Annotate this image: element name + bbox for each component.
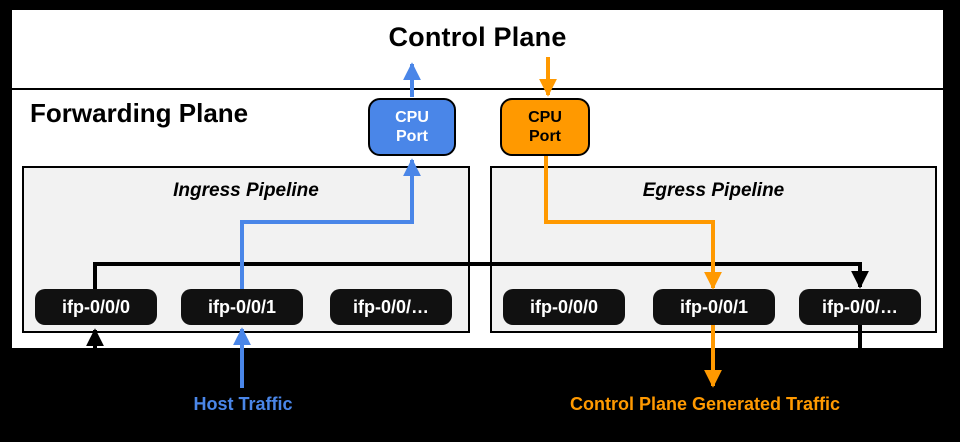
- cpu-port-egress-box: CPU Port: [500, 98, 590, 156]
- ingress-pipeline-label: Ingress Pipeline: [173, 180, 319, 201]
- cpu-port-ingress-box: CPU Port: [368, 98, 456, 156]
- forwarding-plane-label: Forwarding Plane: [30, 98, 249, 128]
- cpu-port-label: CPU Port: [528, 109, 562, 145]
- ingress-port-chip: ifp-0/0/1: [181, 289, 303, 325]
- egress-pipeline-box: Egress Pipeline ifp-0/0/0 ifp-0/0/1 ifp-…: [490, 166, 937, 333]
- cp-generated-traffic-label: Control Plane Generated Traffic: [569, 394, 841, 414]
- ingress-pipeline-box: Ingress Pipeline ifp-0/0/0 ifp-0/0/1 ifp…: [22, 166, 470, 333]
- host-traffic-label: Host Traffic: [193, 394, 293, 414]
- plane-divider: [12, 88, 943, 90]
- ingress-port-chip: ifp-0/0/…: [330, 289, 452, 325]
- egress-port-chip: ifp-0/0/…: [799, 289, 921, 325]
- ingress-port-chip: ifp-0/0/0: [35, 289, 157, 325]
- egress-pipeline-label: Egress Pipeline: [642, 180, 785, 201]
- egress-port-chip: ifp-0/0/1: [653, 289, 775, 325]
- control-plane-title: Control Plane: [388, 22, 567, 52]
- cpu-port-label: CPU Port: [395, 109, 429, 145]
- egress-port-chip: ifp-0/0/0: [503, 289, 625, 325]
